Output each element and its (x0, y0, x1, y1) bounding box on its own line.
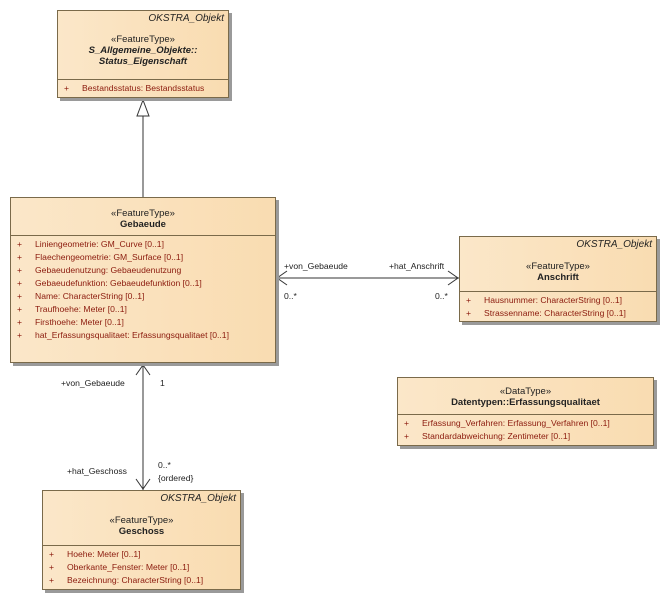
class-gebaeude[interactable]: «FeatureType» Gebaeude +Liniengeometrie:… (10, 197, 276, 363)
role-label-hat-geschoss: +hat_Geschoss (67, 466, 127, 476)
attribute-row: +Oberkante_Fenster: Meter [0..1] (49, 562, 190, 572)
attribute-row: +Hausnummer: CharacterString [0..1] (466, 295, 623, 305)
arrowhead-anschrift (447, 270, 459, 286)
arrowhead-gebaeude-top (135, 364, 151, 376)
class-anschrift[interactable]: OKSTRA_Objekt «FeatureType» Anschrift +H… (459, 236, 657, 322)
attribute-row: +Firsthoehe: Meter [0..1] (17, 317, 124, 327)
class-name-line2: Status_Eigenschaft (98, 56, 188, 67)
role-label-von-gebaeude: +von_Gebaeude (284, 261, 348, 271)
role-label-hat-anschrift: +hat_Anschrift (389, 261, 445, 271)
multiplicity-label-source: 0..* (284, 291, 297, 301)
class-status-eigenschaft[interactable]: OKSTRA_Objekt «FeatureType» S_Allgemeine… (57, 10, 229, 98)
attribute-row: +Gebaeudenutzung: Gebaeudenutzung (17, 265, 182, 275)
compartment-divider (11, 235, 275, 236)
package-label: OKSTRA_Objekt (160, 493, 236, 504)
multiplicity-label-target: 0..* (435, 291, 448, 301)
stereotype-label: «FeatureType» (111, 34, 175, 45)
attribute-row: +Gebaeudefunktion: Gebaeudefunktion [0..… (17, 278, 202, 288)
attribute-list: +Erfassung_Verfahren: Erfassung_Verfahre… (404, 417, 649, 443)
attribute-list: +Liniengeometrie: GM_Curve [0..1] +Flaec… (17, 238, 271, 342)
class-name: Datentypen::Erfassungsqualitaet (451, 397, 600, 408)
attribute-row: +Hoehe: Meter [0..1] (49, 549, 141, 559)
attribute-row: +Bestandsstatus: Bestandsstatus (64, 83, 205, 93)
compartment-divider (43, 545, 240, 546)
generalization-arrowhead (136, 98, 150, 117)
attribute-row: +Name: CharacterString [0..1] (17, 291, 145, 301)
stereotype-label: «DataType» (499, 386, 552, 397)
attribute-row: +Traufhoehe: Meter [0..1] (17, 304, 127, 314)
attribute-row: +Liniengeometrie: GM_Curve [0..1] (17, 239, 164, 249)
attribute-list: +Hoehe: Meter [0..1] +Oberkante_Fenster:… (49, 548, 236, 587)
attribute-row: +Flaechengeometrie: GM_Surface [0..1] (17, 252, 184, 262)
class-name: Anschrift (537, 272, 579, 283)
class-geschoss[interactable]: OKSTRA_Objekt «FeatureType» Geschoss +Ho… (42, 490, 241, 590)
arrowhead-gebaeude (276, 270, 288, 286)
role-label-von-gebaeude: +von_Gebaeude (61, 378, 125, 388)
attribute-row: +hat_Erfassungsqualitaet: Erfassungsqual… (17, 330, 229, 340)
attribute-row: +Standardabweichung: Zentimeter [0..1] (404, 431, 571, 441)
compartment-divider (398, 414, 653, 415)
multiplicity-label-target: 0..* (158, 460, 171, 470)
multiplicity-label-source: 1 (160, 378, 165, 388)
attribute-list: +Hausnummer: CharacterString [0..1] +Str… (466, 294, 652, 320)
constraint-label-ordered: {ordered} (158, 473, 194, 483)
compartment-divider (460, 291, 656, 292)
arrowhead-geschoss (135, 478, 151, 490)
package-label: OKSTRA_Objekt (576, 239, 652, 250)
attribute-row: +Erfassung_Verfahren: Erfassung_Verfahre… (404, 418, 610, 428)
stereotype-label: «FeatureType» (109, 515, 174, 526)
stereotype-label: «FeatureType» (111, 208, 175, 219)
class-erfassungsqualitaet[interactable]: «DataType» Datentypen::Erfassungsqualita… (397, 377, 654, 446)
stereotype-label: «FeatureType» (526, 261, 590, 272)
class-name-line1: S_Allgemeine_Objekte:: (88, 45, 198, 56)
attribute-list: +Bestandsstatus: Bestandsstatus (64, 82, 224, 95)
attribute-row: +Bezeichnung: CharacterString [0..1] (49, 575, 204, 585)
package-label: OKSTRA_Objekt (148, 13, 224, 24)
class-name: Geschoss (118, 526, 165, 537)
attribute-row: +Strassenname: CharacterString [0..1] (466, 308, 626, 318)
class-name: Gebaeude (120, 219, 166, 230)
compartment-divider (58, 79, 228, 80)
